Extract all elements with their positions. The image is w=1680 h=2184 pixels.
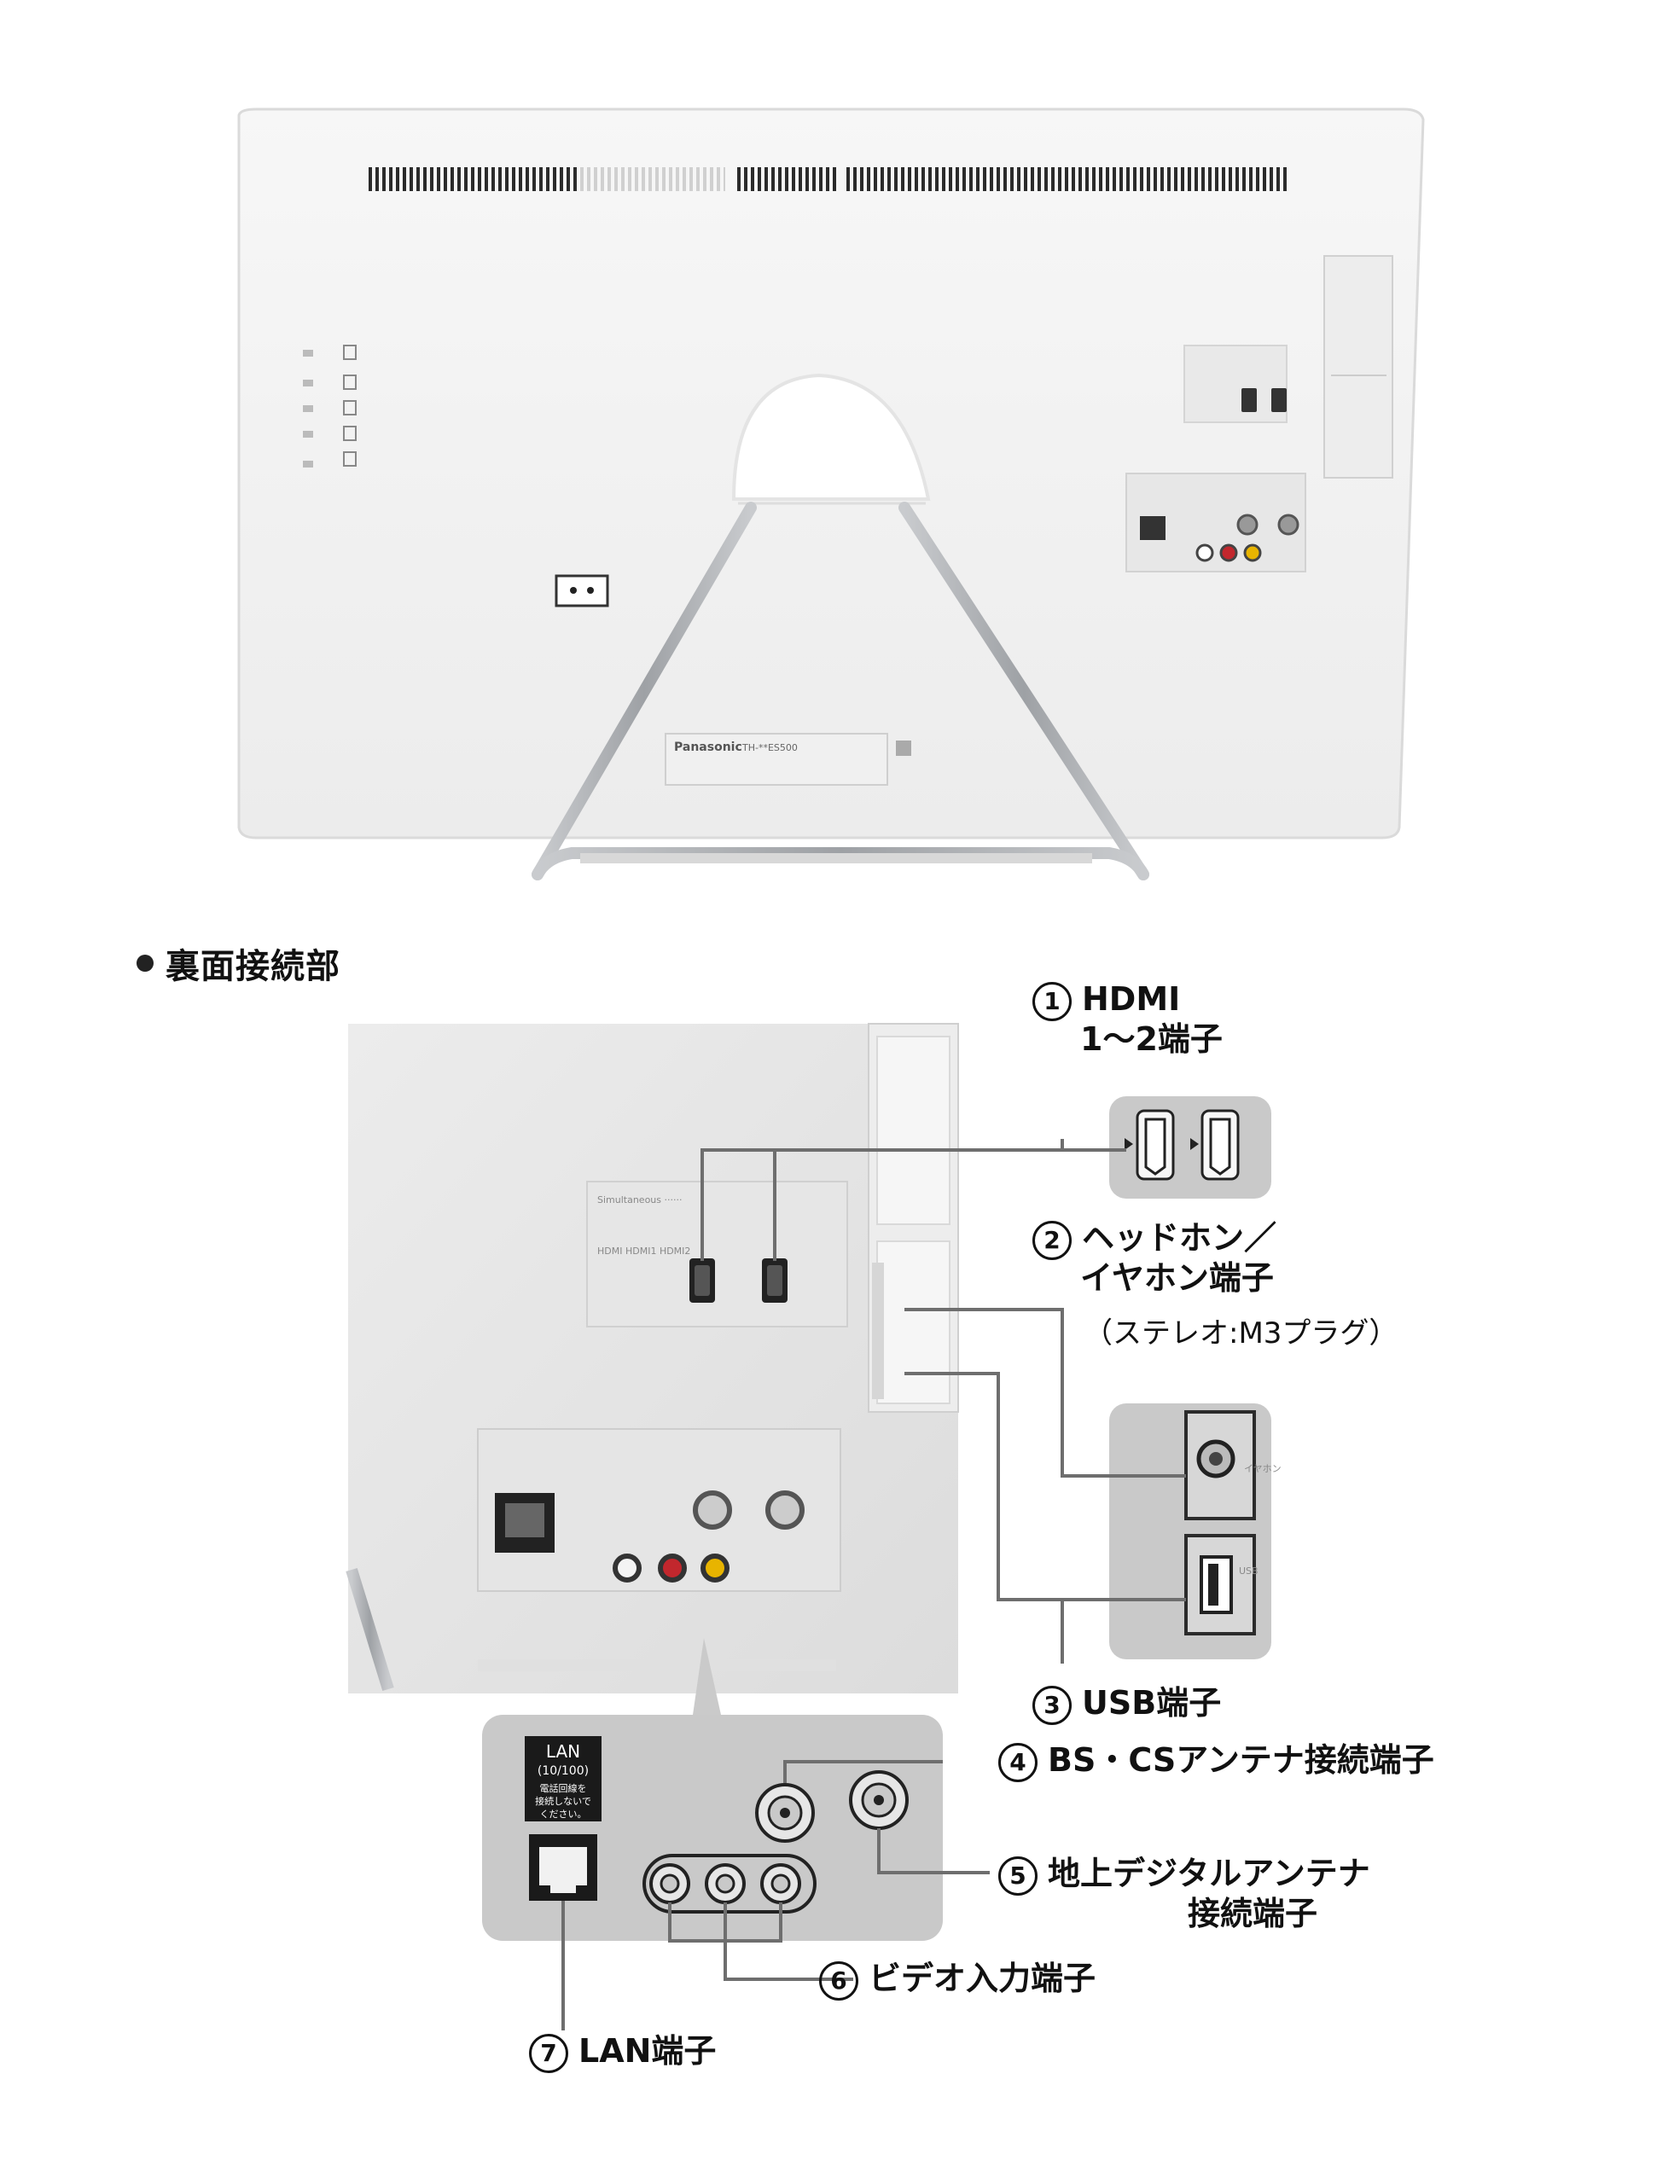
callout-number-7: 7 <box>529 2033 568 2073</box>
model-text: TH-**ES500 <box>741 742 798 753</box>
vent-grille-right <box>845 167 1288 191</box>
callout-number-4: 4 <box>998 1742 1038 1782</box>
callout-number-5: 5 <box>998 1856 1038 1896</box>
closeup-hdmi-panel <box>586 1181 848 1327</box>
power-inlet <box>555 574 609 607</box>
video-jack-group <box>642 1854 817 1914</box>
closeup-photo: Simultaneous ······ HDMI HDMI1 HDMI2 <box>346 1023 959 1715</box>
lan-port-top <box>1140 516 1166 540</box>
lan-jack-speed: (10/100) <box>538 1764 589 1778</box>
callout-terrestrial-line2: 接続端子 <box>1188 1894 1318 1932</box>
tv-rear-photo: Panasonic TH-**ES500 <box>237 107 1425 880</box>
closeup-terrestrial-jack <box>765 1490 805 1530</box>
lan-note-1: 電話回線を <box>540 1782 587 1794</box>
callout-hdmi-line2: 1〜2端子 <box>1080 1019 1223 1058</box>
leader-lines <box>561 1139 1186 2030</box>
vent-grille-center-light <box>580 167 725 191</box>
side-zoom-panel: イヤホン USB <box>1109 1403 1282 1659</box>
section-heading: 裏面接続部 <box>137 938 340 988</box>
callout-headphone-line1: ヘッドホン／ <box>1082 1219 1277 1257</box>
callout-video-line1: ビデオ入力端子 <box>869 1960 1096 1997</box>
callout-headphone-line2: イヤホン端子 <box>1080 1258 1274 1297</box>
svg-text:Simultaneous ······: Simultaneous ······ <box>597 1194 682 1205</box>
callout-terrestrial: 5 地上デジタルアンテナ 接続端子 <box>998 1855 1370 1932</box>
callout-usb: 3 USB端子 <box>1032 1684 1222 1725</box>
rating-label-plate <box>665 733 888 786</box>
svg-text:イヤホン: イヤホン <box>1244 1463 1282 1474</box>
hdmi-zoom-panel <box>1109 1096 1271 1199</box>
lan-label-block <box>525 1736 602 1821</box>
vent-grille-left <box>365 167 578 191</box>
callout-bs-cs: 4 BS・CSアンテナ接続端子 <box>998 1741 1434 1782</box>
brand-text: Panasonic <box>674 741 742 754</box>
callout-lan: 7 LAN端子 <box>529 2032 717 2073</box>
callout-bs-cs-line1: BS・CSアンテナ接続端子 <box>1048 1741 1434 1779</box>
svg-text:USB: USB <box>1239 1565 1259 1577</box>
callout-terrestrial-line1: 地上デジタルアンテナ <box>1048 1855 1370 1892</box>
callout-video: 6 ビデオ入力端子 <box>819 1960 1096 2001</box>
side-control-buttons <box>303 345 357 468</box>
callout-number-6: 6 <box>819 1960 858 2001</box>
side-door-top <box>1323 255 1393 479</box>
lan-jack-label: LAN <box>546 1741 580 1762</box>
hdmi-panel-top <box>1183 345 1288 423</box>
callout-headphone: 2 ヘッドホン／ イヤホン端子 <box>1032 1219 1277 1297</box>
svg-text:HDMI HDMI1 HDMI2: HDMI HDMI1 HDMI2 <box>597 1246 690 1257</box>
lan-note-2: 接続しないで <box>535 1795 591 1807</box>
callout-headphone-sub: （ステレオ:M3プラグ） <box>1084 1316 1398 1350</box>
vent-grille-center <box>734 167 836 191</box>
section-heading-text: 裏面接続部 <box>166 947 340 986</box>
callout-usb-line1: USB端子 <box>1082 1684 1222 1722</box>
bottom-zoom-panel: LAN (10/100) 電話回線を 接続しないで ください。 <box>482 1715 943 1941</box>
callout-number-2: 2 <box>1032 1220 1072 1260</box>
callout-number-1: 1 <box>1032 981 1072 1021</box>
closeup-bs-cs-jack <box>693 1490 732 1530</box>
lan-note-3: ください。 <box>540 1809 587 1820</box>
callout-number-3: 3 <box>1032 1685 1072 1725</box>
callout-hdmi: 1 HDMI 1〜2端子 <box>1032 980 1223 1058</box>
tv-stand <box>532 373 1149 880</box>
closeup-background <box>348 1024 958 1693</box>
callout-lan-line1: LAN端子 <box>578 2032 717 2070</box>
bullet-icon <box>137 955 154 972</box>
callout-hdmi-line1: HDMI <box>1082 980 1181 1018</box>
